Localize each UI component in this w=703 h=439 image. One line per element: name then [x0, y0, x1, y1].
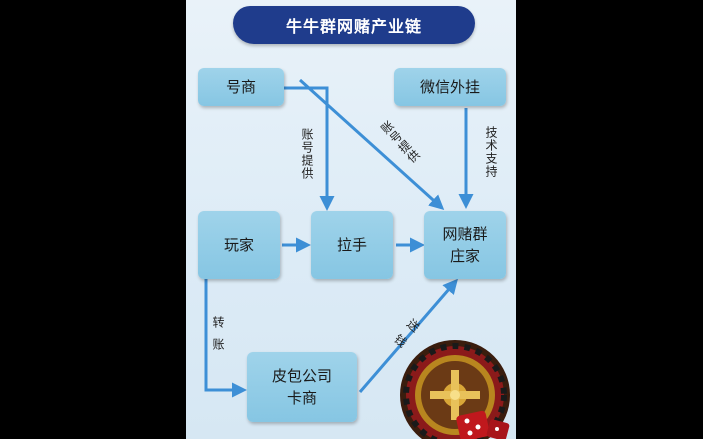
title-text: 牛牛群网赌产业链 [285, 17, 422, 36]
dice-icon [456, 410, 510, 439]
diagram-title: 牛牛群网赌产业链 [233, 6, 475, 44]
node-wanjia-label: 玩家 [223, 235, 254, 254]
edge-label-tech-support: 技术支持 [484, 126, 498, 178]
node-weixin-waigua: 微信外挂 [394, 68, 506, 106]
arrow-haoshang-to-lashou [282, 86, 335, 211]
arrow-haoshang-to-zhuangjia [298, 78, 445, 211]
node-lashou-label: 拉手 [336, 235, 367, 254]
node-pibao-label-1: 皮包公司 [271, 366, 332, 385]
node-zhuangjia-label-1: 网赌群 [442, 224, 488, 243]
node-weixin-label: 微信外挂 [419, 77, 480, 96]
node-wanjia: 玩家 [198, 211, 280, 279]
node-pibao-gongsi: 皮包公司 卡商 [247, 352, 357, 422]
node-haoshang: 号商 [198, 68, 284, 106]
edge-label-transfer: 转账 [211, 316, 225, 360]
node-zhuangjia-label-2: 庄家 [449, 247, 480, 265]
arrow-wanjia-to-pibao [204, 279, 247, 398]
node-zhuangjia: 网赌群 庄家 [424, 211, 506, 279]
node-pibao-label-2: 卡商 [286, 389, 317, 407]
edge-label-account-provide-left: 账号提供 [300, 128, 314, 180]
arrow-pibao-to-zhuangjia [358, 278, 458, 393]
node-lashou: 拉手 [311, 211, 393, 279]
node-haoshang-label: 号商 [225, 77, 256, 96]
